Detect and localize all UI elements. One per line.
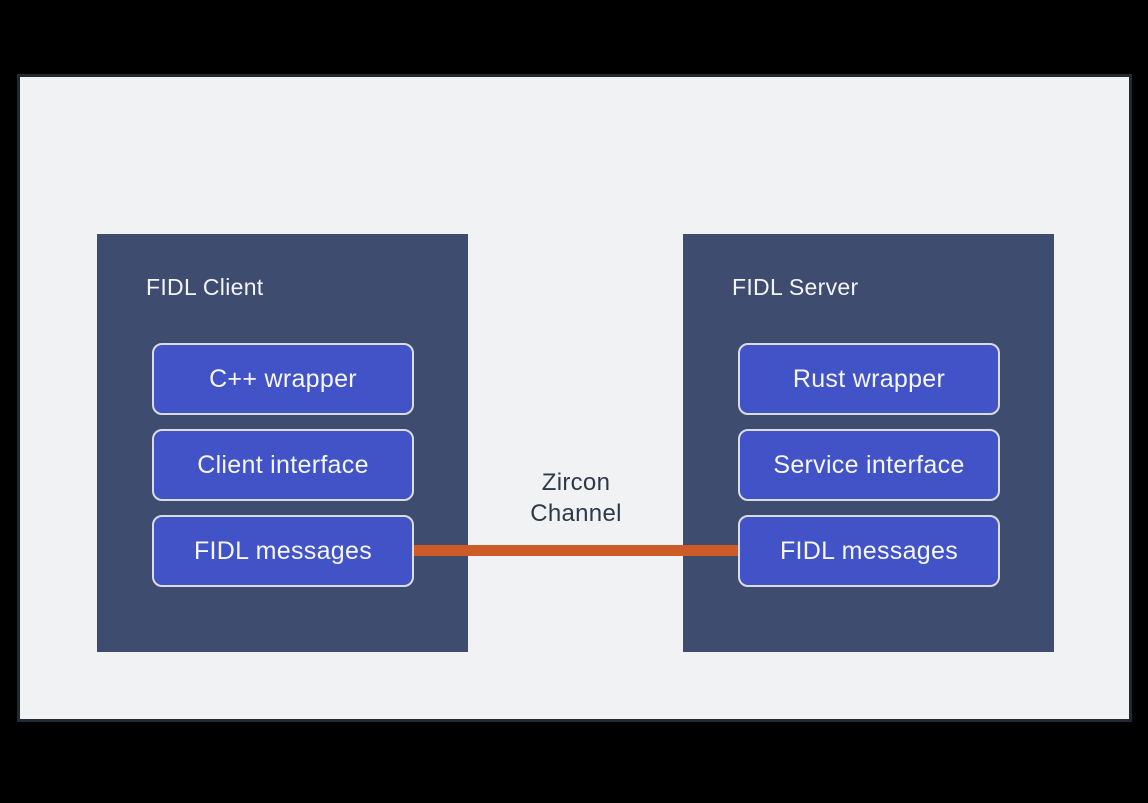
zircon-channel-label: Zircon Channel [530, 469, 622, 527]
fidl-client-title: FIDL Client [146, 274, 264, 300]
zircon-channel-connector-line [414, 545, 740, 556]
server-layer-fidl-messages: FIDL messages [738, 515, 1000, 587]
diagram-canvas: FIDL Client C++ wrapper Client interface… [17, 74, 1132, 722]
fidl-server-title: FIDL Server [732, 274, 859, 300]
fidl-server-container: FIDL Server Rust wrapper Service interfa… [683, 234, 1054, 652]
server-layer-service-interface: Service interface [738, 429, 1000, 501]
server-layer-rust-wrapper: Rust wrapper [738, 343, 1000, 415]
fidl-client-container: FIDL Client C++ wrapper Client interface… [97, 234, 468, 652]
client-layer-cpp-wrapper: C++ wrapper [152, 343, 414, 415]
client-layer-client-interface: Client interface [152, 429, 414, 501]
client-layer-fidl-messages: FIDL messages [152, 515, 414, 587]
